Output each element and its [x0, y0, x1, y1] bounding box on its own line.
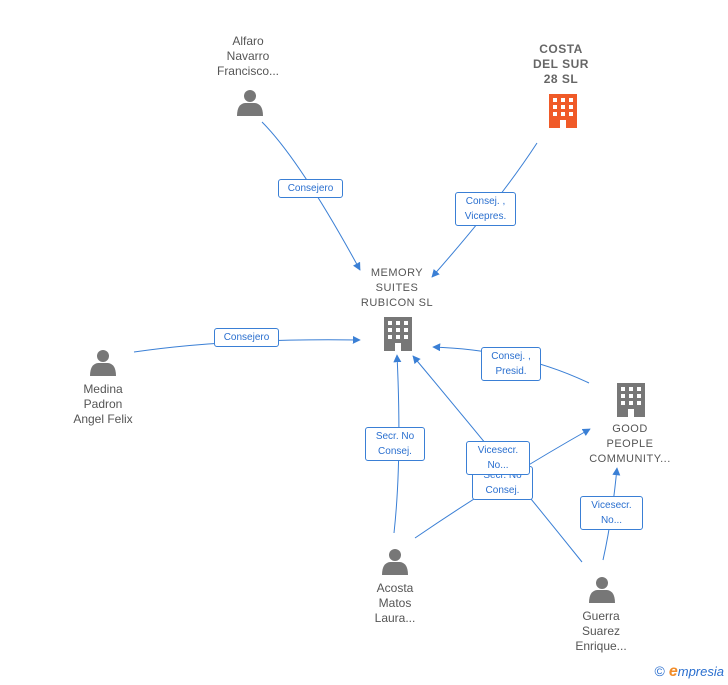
node-label-acosta[interactable]: Acosta Matos Laura...	[374, 581, 416, 625]
edge-label-good-memory[interactable]: Consej. , Presid.	[481, 347, 541, 381]
edge-label-guerra-good[interactable]: Vicesecr. No...	[580, 496, 643, 530]
edge-label-acosta-good[interactable]: Secr. No Consej.	[472, 466, 533, 500]
edge-label-guerra-memory[interactable]: Vicesecr. No...	[466, 441, 530, 475]
brand-footer: ©empresia	[655, 663, 724, 681]
building-icon[interactable]	[384, 317, 412, 351]
node-label-good[interactable]: GOOD PEOPLE COMMUNITY...	[589, 423, 671, 465]
copyright-icon: ©	[654, 663, 665, 679]
edge-label-alfaro-memory[interactable]: Consejero	[278, 179, 343, 198]
person-icon[interactable]	[382, 549, 408, 575]
edge-alfaro-memory	[261, 121, 361, 271]
building-icon[interactable]	[549, 94, 577, 128]
person-icon[interactable]	[237, 90, 263, 116]
node-label-medina[interactable]: Medina Padron Angel Felix	[73, 382, 133, 426]
edge-label-acosta-memory[interactable]: Secr. No Consej.	[365, 427, 425, 461]
edge-label-medina-memory[interactable]: Consejero	[214, 328, 279, 347]
person-icon[interactable]	[589, 577, 615, 603]
building-icon[interactable]	[617, 383, 645, 417]
brand-name: mpresia	[677, 664, 724, 679]
brand-logo-e: e	[668, 663, 678, 680]
node-label-alfaro[interactable]: Alfaro Navarro Francisco...	[216, 34, 279, 78]
person-icon[interactable]	[90, 350, 116, 376]
node-label-costa[interactable]: COSTA DEL SUR 28 SL	[533, 42, 589, 86]
node-label-memory[interactable]: MEMORY SUITES RUBICON SL	[360, 267, 434, 309]
edge-label-costa-memory[interactable]: Consej. , Vicepres.	[455, 192, 516, 226]
node-label-guerra[interactable]: Guerra Suarez Enrique...	[575, 609, 627, 653]
